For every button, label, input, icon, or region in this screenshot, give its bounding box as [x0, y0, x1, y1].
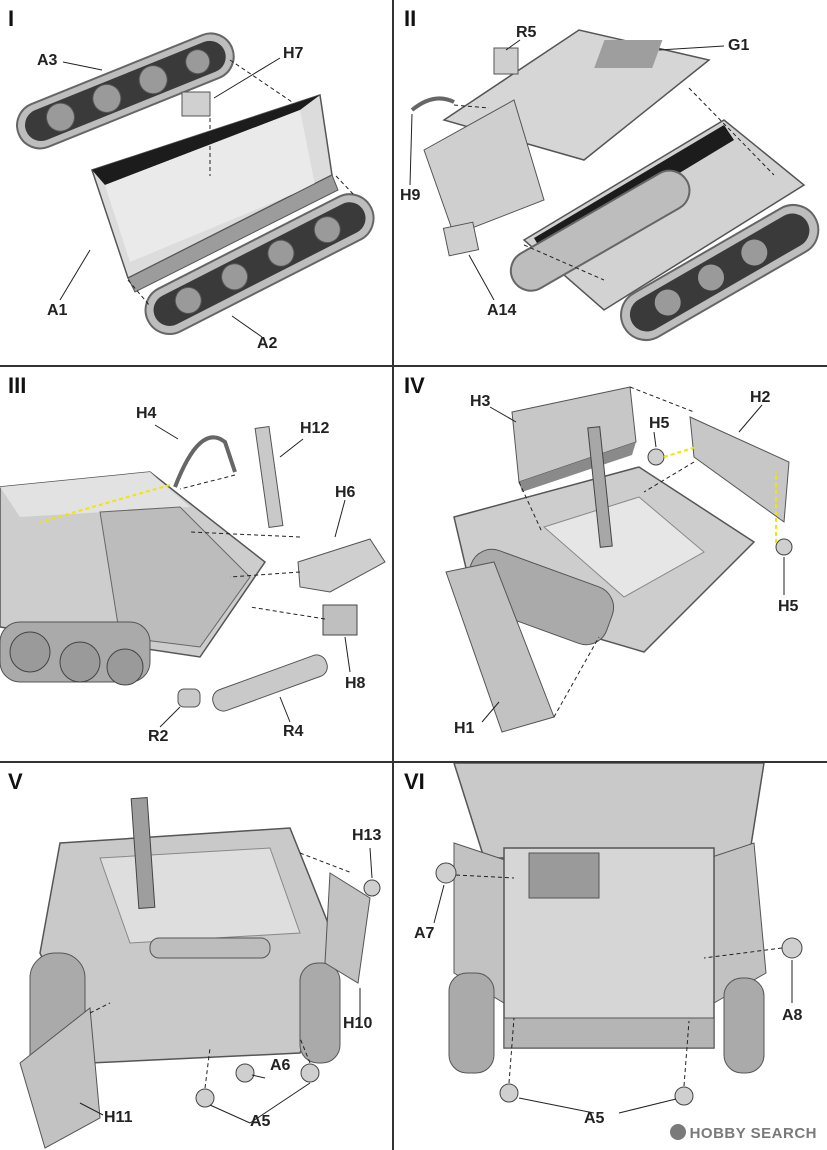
- panel-step-4: IV: [394, 367, 827, 762]
- step-5-illustration: [19, 797, 381, 1149]
- part-label-a7: A7: [414, 925, 435, 942]
- step-3-illustration: [0, 424, 386, 728]
- part-label-r5: R5: [516, 24, 537, 41]
- step-6-illustration: [433, 763, 803, 1114]
- part-label-a14: A14: [487, 302, 517, 319]
- step-2-illustration: [409, 29, 820, 341]
- watermark: HOBBY SEARCH: [669, 1124, 817, 1142]
- panel-step-3: III: [0, 367, 393, 762]
- part-label-h8: H8: [345, 675, 366, 692]
- step-4-illustration: [445, 386, 793, 733]
- watermark-logo-icon: [669, 1124, 686, 1140]
- part-label-a8: A8: [782, 1007, 803, 1024]
- part-label-h1: H1: [454, 720, 475, 737]
- part-label-h5-right: H5: [778, 598, 799, 615]
- step-number: I: [8, 6, 15, 31]
- part-label-a6: A6: [270, 1057, 291, 1074]
- part-label-h13: H13: [352, 827, 382, 844]
- step-number: V: [8, 769, 23, 794]
- panel-step-6: VI: [394, 763, 827, 1150]
- part-label-a2: A2: [257, 335, 278, 352]
- step-number: IV: [404, 373, 425, 398]
- panel-step-1: I: [0, 0, 393, 366]
- step-number: II: [404, 6, 417, 31]
- part-label-a5: A5: [250, 1113, 271, 1130]
- part-label-h2: H2: [750, 389, 771, 406]
- part-label-h9: H9: [400, 187, 421, 204]
- part-label-h3: H3: [470, 393, 491, 410]
- part-label-a3: A3: [37, 52, 58, 69]
- part-label-r4: R4: [283, 723, 304, 740]
- part-label-g1: G1: [728, 37, 750, 54]
- part-label-h7: H7: [283, 45, 304, 62]
- step-1-illustration: [16, 32, 375, 338]
- watermark-text: HOBBY SEARCH: [689, 1125, 817, 1142]
- panel-step-2: II: [394, 0, 827, 366]
- track-a2: [144, 193, 375, 335]
- step-number: VI: [404, 769, 425, 794]
- part-label-r2: R2: [148, 728, 169, 745]
- part-label-h6: H6: [335, 484, 356, 501]
- part-label-h10: H10: [343, 1015, 373, 1032]
- part-label-h5-top: H5: [649, 415, 670, 432]
- part-label-h11: H11: [104, 1109, 133, 1126]
- part-label-h4: H4: [136, 405, 157, 422]
- part-label-a1: A1: [47, 302, 68, 319]
- part-label-h12: H12: [300, 420, 330, 437]
- track-a3: [16, 32, 235, 150]
- step-number: III: [8, 373, 27, 398]
- panel-step-5: V: [0, 763, 393, 1150]
- part-label-a5: A5: [584, 1110, 605, 1127]
